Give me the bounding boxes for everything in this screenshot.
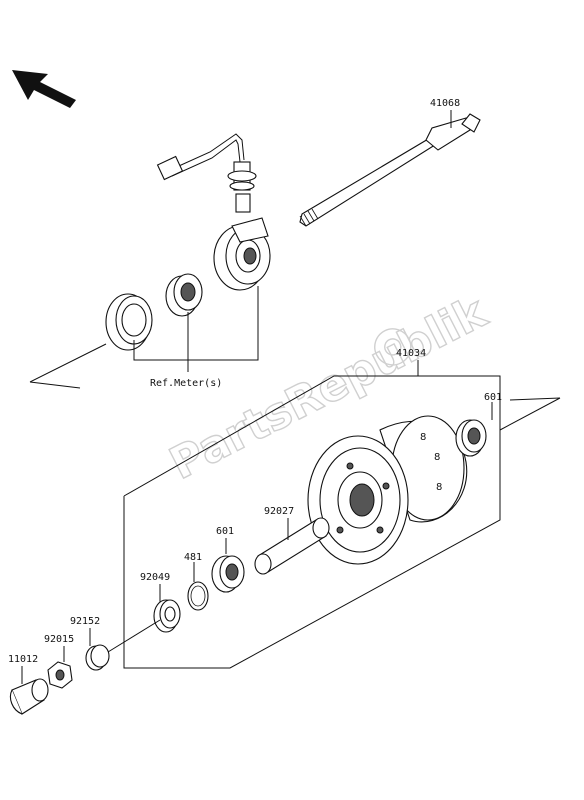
label-92027: 92027 — [264, 506, 294, 517]
cap-11012 — [9, 678, 49, 715]
nut-92015 — [47, 661, 73, 689]
axle-41068 — [299, 113, 481, 227]
bearing-601-left — [211, 555, 245, 593]
meter-drive-gear — [165, 273, 203, 317]
reference-line-right — [499, 397, 561, 431]
svg-text:8: 8 — [434, 452, 440, 463]
circlip-481 — [187, 581, 209, 611]
reference-line-left-base — [29, 381, 81, 389]
label-601-right: 601 — [484, 392, 502, 403]
svg-text:8: 8 — [420, 432, 426, 443]
meter-gear-housing — [213, 217, 271, 291]
meter-cable — [156, 133, 257, 213]
reference-line-left — [29, 343, 107, 383]
front-direction-arrow-icon — [12, 70, 76, 108]
label-92049: 92049 — [140, 572, 170, 583]
label-41034: 41034 — [396, 348, 426, 359]
reference-line-right-base — [509, 397, 561, 401]
svg-text:8: 8 — [436, 482, 442, 493]
label-ref-meter: Ref.Meter(s) — [150, 378, 222, 389]
collar-92152 — [85, 644, 110, 671]
spacer-92027 — [254, 517, 330, 575]
ref-meter-bracket — [133, 286, 259, 361]
wheel-hub: 8 8 8 — [307, 415, 468, 565]
label-601-left: 601 — [216, 526, 234, 537]
axle-guide-line — [107, 619, 161, 653]
label-11012: 11012 — [8, 654, 38, 665]
bearing-601-right — [455, 419, 487, 457]
hub-assembly-box — [123, 375, 501, 669]
label-481: 481 — [184, 552, 202, 563]
seal-92049 — [153, 599, 181, 633]
label-41068: 41068 — [430, 98, 460, 109]
label-92152: 92152 — [70, 616, 100, 627]
grease-seal — [105, 293, 153, 351]
label-92015: 92015 — [44, 634, 74, 645]
